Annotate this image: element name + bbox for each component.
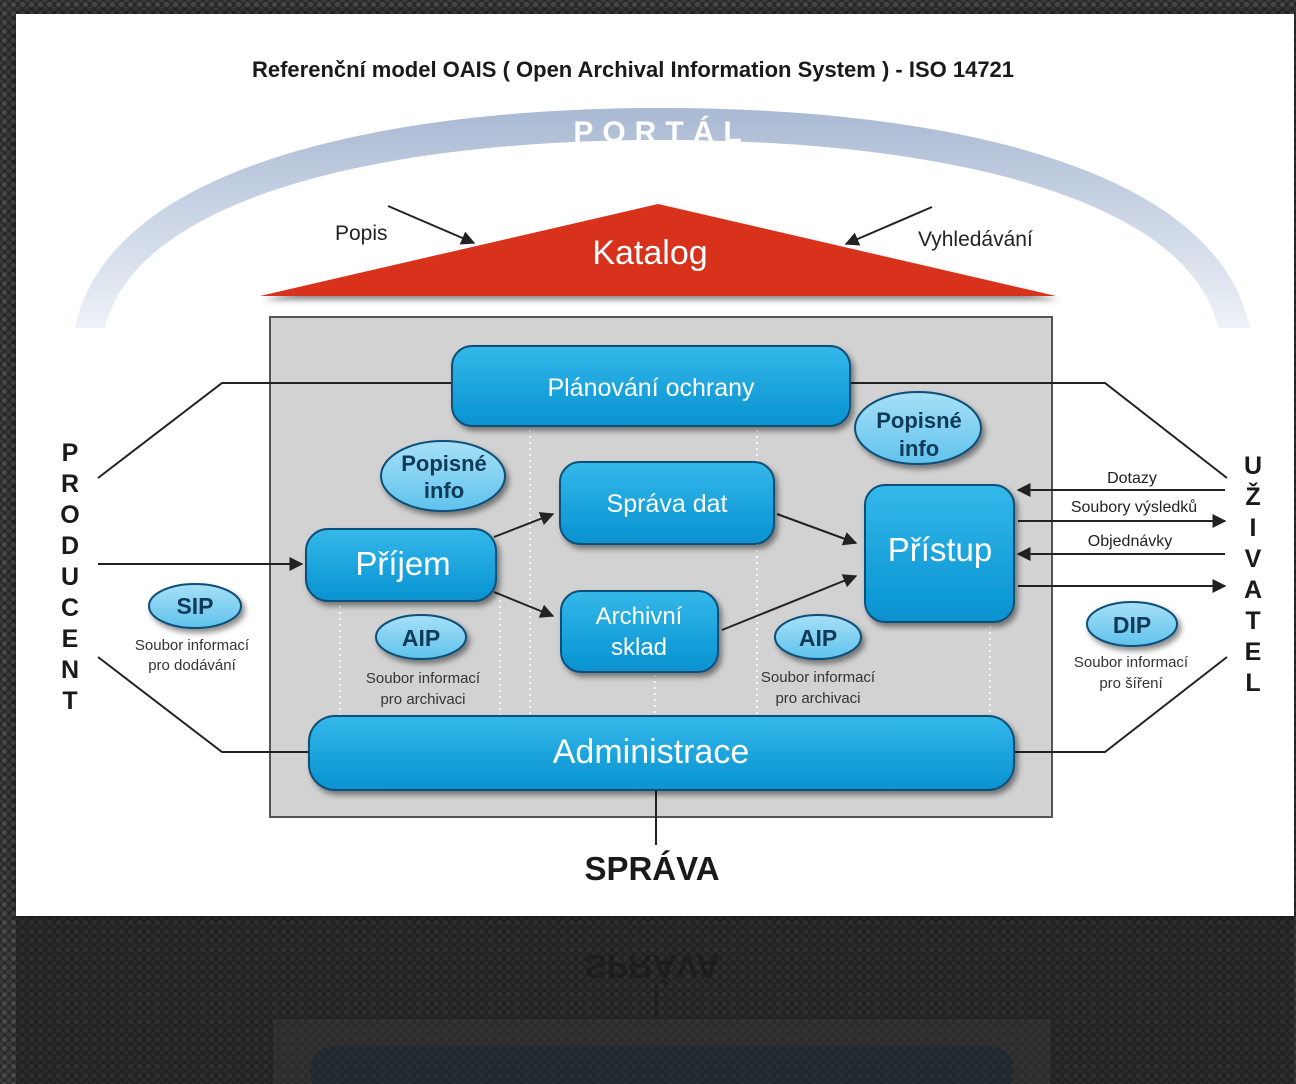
aip-left-label: AIP — [402, 625, 440, 651]
producent-letter: C — [61, 594, 79, 622]
producent-letter: P — [62, 439, 79, 467]
sip-ellipse — [148, 583, 242, 629]
popisne-info-right-ellipse — [854, 391, 982, 465]
sprava-dat-label: Správa dat — [607, 490, 728, 518]
sip-desc-1: Soubor informací — [135, 637, 250, 654]
arrow-prijem-sklad — [493, 591, 555, 618]
vyhledavani-label: Vyhledávání — [918, 228, 1033, 251]
producent-letter: U — [61, 563, 79, 591]
aip-right-desc-1: Soubor informací — [761, 669, 876, 686]
portal-label: PORTÁL — [573, 115, 750, 149]
producent-letter: O — [60, 501, 79, 529]
dip-desc-1: Soubor informací — [1074, 654, 1189, 671]
aip-right-ellipse — [774, 614, 862, 660]
uzivatel-letter: A — [1244, 576, 1262, 604]
aip-left-desc-1: Soubor informací — [366, 670, 481, 687]
soubory-vysledku-label: Soubory výsledků — [1071, 498, 1197, 516]
aip-right-label: AIP — [799, 625, 837, 651]
uzivatel-letter: Ž — [1245, 481, 1260, 511]
objednavky-label: Objednávky — [1088, 533, 1173, 550]
aip-left-ellipse — [375, 614, 467, 660]
sip-desc-2: pro dodávání — [148, 657, 236, 674]
arrow-sklad-pristup — [721, 574, 858, 631]
planovani-label: Plánování ochrany — [547, 374, 755, 402]
producent-letter: T — [62, 687, 77, 715]
aip-left-desc-2: pro archivaci — [380, 691, 465, 708]
administrace-label: Administrace — [553, 733, 750, 771]
pristup-label: Přístup — [888, 531, 993, 568]
producent-letter: N — [61, 656, 79, 684]
popisne-left-1: Popisné — [401, 451, 487, 476]
producent-letter: D — [61, 532, 79, 560]
pristup-box[interactable] — [864, 484, 1015, 623]
planovani-ochrany-box[interactable] — [451, 345, 851, 427]
producent-letter: E — [62, 625, 79, 653]
katalog-label: Katalog — [592, 234, 707, 272]
diagram-title: Referenční model OAIS ( Open Archival In… — [252, 57, 1014, 82]
uzivatel-letter: I — [1250, 514, 1257, 542]
vyhledavani-arrow — [844, 206, 933, 246]
katalog-roof — [260, 204, 1056, 296]
connector-lines — [97, 382, 1228, 845]
dip-ellipse — [1086, 601, 1178, 647]
popisne-info-left-ellipse — [380, 440, 506, 512]
popis-arrow — [387, 205, 476, 245]
popisne-right-1: Popisné — [876, 408, 962, 433]
administrace-box[interactable] — [308, 715, 1015, 791]
aip-right-desc-2: pro archivaci — [775, 690, 860, 707]
producent-letter: R — [61, 470, 79, 498]
uzivatel-letter: E — [1245, 638, 1262, 666]
arrow-prijem-sprava — [493, 512, 555, 538]
uzivatel-letter: T — [1245, 607, 1260, 635]
uzivatel-letter: V — [1245, 545, 1262, 573]
arrow-sprava-pristup — [776, 513, 858, 546]
sprava-dat-box[interactable] — [559, 461, 775, 545]
archivni-sklad-box[interactable] — [560, 590, 719, 673]
reflection-area — [16, 916, 1294, 1084]
uzivatel-letter: U — [1244, 452, 1262, 480]
dip-desc-2: pro šíření — [1099, 675, 1163, 692]
popisne-left-2: info — [424, 478, 464, 503]
prijem-label: Příjem — [355, 545, 450, 582]
portal-arc — [75, 108, 1250, 328]
reflection-mirror: SPRÁVA — [271, 948, 1053, 1084]
prijem-box[interactable] — [305, 528, 497, 602]
dotazy-label: Dotazy — [1107, 470, 1157, 487]
dip-label: DIP — [1113, 612, 1151, 638]
sip-label: SIP — [176, 593, 213, 619]
sprava-label: SPRÁVA — [584, 850, 719, 887]
sprava-reflection: SPRÁVA — [584, 948, 719, 985]
popis-label: Popis — [335, 222, 388, 245]
archivni-label-1: Archivní — [596, 603, 683, 630]
uzivatel-letter: L — [1245, 669, 1260, 697]
archivni-label-2: sklad — [611, 634, 667, 661]
popisne-right-2: info — [899, 436, 939, 461]
